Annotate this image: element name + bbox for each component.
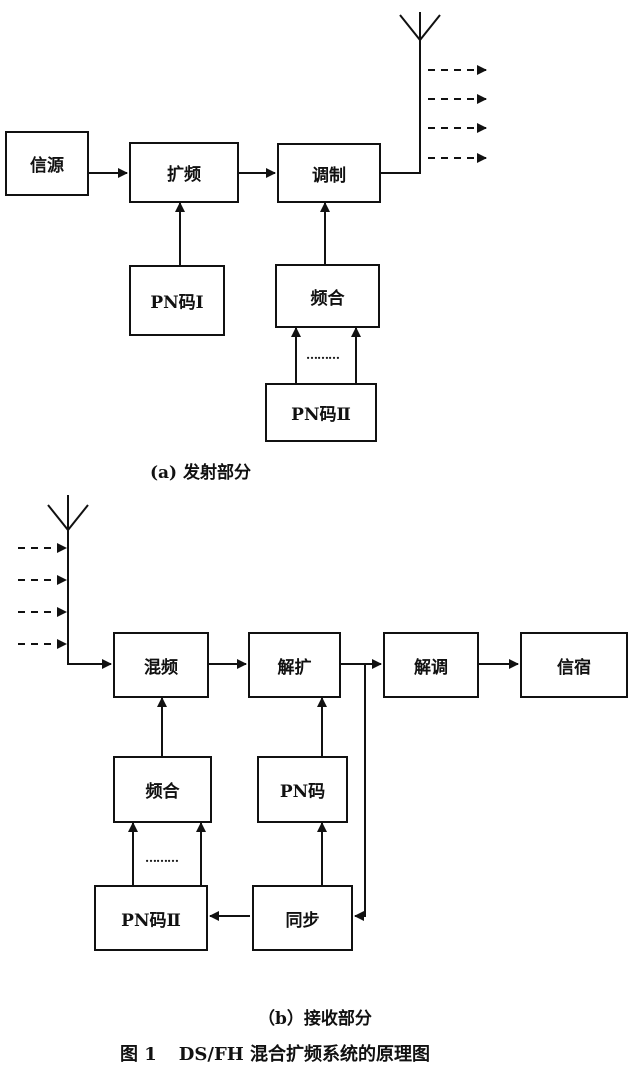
box-synth-rx: 频合 [113,756,212,823]
box-pn2-rx: PN码Ⅱ [94,885,208,951]
box-despread: 解扩 [248,632,341,698]
box-synth-tx: 频合 [275,264,380,328]
box-pn1: PN码Ⅰ [129,265,225,336]
box-source: 信源 [5,131,89,196]
box-spread-label: 扩频 [167,165,201,185]
caption-receive: （b）接收部分 [258,1009,372,1029]
box-sync-label: 同步 [285,910,320,931]
box-modulate: 调制 [277,143,381,203]
figure-number: 图 1 [120,1044,157,1065]
box-pn2-rx-label: PN码Ⅱ [121,910,181,931]
box-modulate-label: 调制 [312,165,346,186]
box-source-label: 信源 [30,156,64,176]
box-demod-label: 解调 [414,657,448,678]
caption-transmit: (a) 发射部分 [150,463,252,483]
box-synth-rx-label: 频合 [145,782,180,802]
box-pn1-label: PN码Ⅰ [150,293,204,313]
box-pn2-tx-label: PN码Ⅱ [291,405,351,425]
box-pn-rx-label: PN码 [279,782,326,802]
box-pn-rx: PN码 [257,756,348,823]
ellipsis-tx: ……… [306,348,340,362]
figure-caption: 图 1 DS/FH 混合扩频系统的原理图 [120,1040,430,1066]
box-pn2-tx: PN码Ⅱ [265,383,377,442]
box-spread: 扩频 [129,142,239,203]
ellipsis-rx: ……… [145,851,179,865]
box-mixer: 混频 [113,632,209,698]
line-feedback-to-sync [354,664,366,921]
box-sync: 同步 [252,885,353,951]
line-antenna-to-mixer [67,530,112,669]
box-synth-tx-label: 频合 [310,288,345,309]
box-sink-label: 信宿 [557,657,591,678]
box-mixer-label: 混频 [144,657,178,678]
box-sink: 信宿 [520,632,628,698]
line-modulate-to-antenna [381,40,421,174]
box-despread-label: 解扩 [277,657,312,678]
box-demod: 解调 [383,632,479,698]
figure-title: DS/FH 混合扩频系统的原理图 [178,1044,431,1065]
